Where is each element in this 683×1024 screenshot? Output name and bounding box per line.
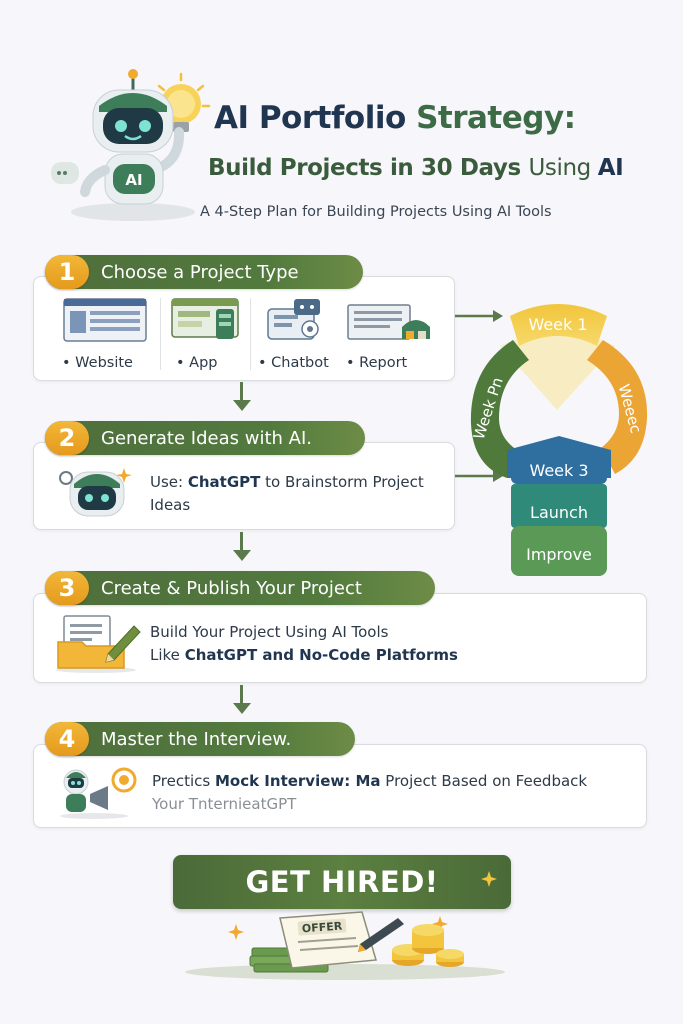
website-icon	[63, 298, 147, 342]
chatbot-item: • Chatbot	[258, 295, 348, 371]
cycle-launch: Launch	[530, 503, 588, 522]
step2-suffix: to Brainstorm Project	[260, 473, 424, 491]
robot-mascot: AI	[45, 66, 215, 226]
app-item: • App	[170, 295, 250, 371]
robot-megaphone-icon	[60, 767, 137, 819]
down-arrow-icon	[233, 400, 251, 411]
subtitle-part: Build Projects in 30 Days	[208, 155, 529, 181]
report-item: • Report	[344, 295, 444, 371]
step4-bold: Mock Interview: Ma	[214, 772, 381, 790]
arrow-shaft	[240, 685, 243, 705]
step1-title: Choose a Project Type	[101, 261, 299, 283]
step3-bold: ChatGPT and No-Code Platforms	[184, 646, 458, 664]
step3-card	[33, 593, 647, 683]
cycle-diagram-icon: Week 1 Week Pn Weeec Week 3 Launch Impro…	[455, 304, 648, 576]
get-hired-label: GET HIRED!	[245, 865, 439, 899]
arrow-shaft	[240, 382, 243, 402]
robot-badge: AI	[125, 171, 142, 189]
step3-number: 3	[45, 571, 89, 605]
step3-prefix: Like	[150, 646, 185, 664]
title-accent: Strategy:	[416, 100, 576, 136]
step2-number: 2	[45, 421, 89, 455]
step2-robot	[52, 462, 136, 524]
tagline: A 4-Step Plan for Building Projects Usin…	[200, 204, 552, 220]
step3-line2: Like ChatGPT and No-Code Platforms	[150, 644, 620, 667]
app-label: • App	[176, 355, 218, 371]
down-arrow-icon	[233, 703, 251, 714]
divider	[250, 298, 251, 370]
step2-line2: Ideas	[150, 496, 191, 514]
subtitle-light: Using	[528, 155, 598, 181]
chatbot-icon	[267, 299, 320, 340]
cycle-week3: Week 3	[529, 461, 588, 480]
weekly-cycle-diagram: Week 1 Week Pn Weeec Week 3 Launch Impro…	[455, 298, 660, 583]
step3-banner: Create & Publish Your Project	[45, 571, 435, 605]
step2-text: Use: ChatGPT to Brainstorm Project Ideas	[150, 471, 450, 517]
divider	[160, 298, 161, 370]
step2-bold: ChatGPT	[187, 473, 261, 491]
chatbot-label: • Chatbot	[258, 355, 329, 371]
step2-title: Generate Ideas with AI.	[101, 427, 312, 449]
report-icon	[347, 304, 430, 340]
step4-line2: Your TnternieatGPT	[152, 795, 297, 813]
step4-text: Prectics Mock Interview: Ma Project Base…	[152, 770, 642, 816]
robot-icon	[59, 468, 132, 517]
subtitle-ai: AI	[597, 155, 624, 181]
title-part: AI Portfolio	[214, 100, 417, 136]
step3-folder	[52, 612, 144, 678]
step4-number: 4	[45, 722, 89, 756]
down-arrow-icon	[233, 550, 251, 561]
cycle-improve: Improve	[526, 545, 592, 564]
step3-line1: Build Your Project Using AI Tools	[150, 623, 389, 641]
step4-banner: Master the Interview.	[45, 722, 355, 756]
step4-prefix: Prectics	[152, 772, 215, 790]
offer-letter-money-icon: OFFER	[185, 911, 505, 980]
folder-pencil-icon	[56, 615, 141, 673]
step4-line1: Prectics Mock Interview: Ma Project Base…	[152, 770, 642, 793]
app-icon	[171, 298, 239, 339]
step1-banner: Choose a Project Type	[45, 255, 363, 289]
step2-prefix: Use:	[150, 473, 188, 491]
offer-illustration: OFFER	[180, 910, 510, 980]
step2-banner: Generate Ideas with AI.	[45, 421, 365, 455]
get-hired-banner: GET HIRED!	[173, 855, 511, 909]
cycle-week1: Week 1	[528, 315, 587, 334]
step3-title: Create & Publish Your Project	[101, 577, 362, 599]
robot-icon: AI	[51, 69, 211, 221]
website-item: • Website	[58, 295, 156, 371]
report-label: • Report	[346, 355, 408, 371]
step4-title: Master the Interview.	[101, 728, 292, 750]
arrow-shaft	[240, 532, 243, 552]
step4-suffix: Project Based on Feedback	[380, 772, 588, 790]
website-label: • Website	[62, 355, 133, 371]
step4-robot	[54, 764, 146, 824]
offer-text: OFFER	[301, 920, 343, 936]
page-subtitle: Build Projects in 30 Days Using AI	[208, 155, 624, 181]
page-title: AI Portfolio Strategy:	[214, 100, 576, 136]
step3-text: Build Your Project Using AI Tools Like C…	[150, 621, 620, 667]
step2-line1: Use: ChatGPT to Brainstorm Project	[150, 471, 450, 494]
step1-number: 1	[45, 255, 89, 289]
sparkle-icon	[481, 871, 497, 887]
